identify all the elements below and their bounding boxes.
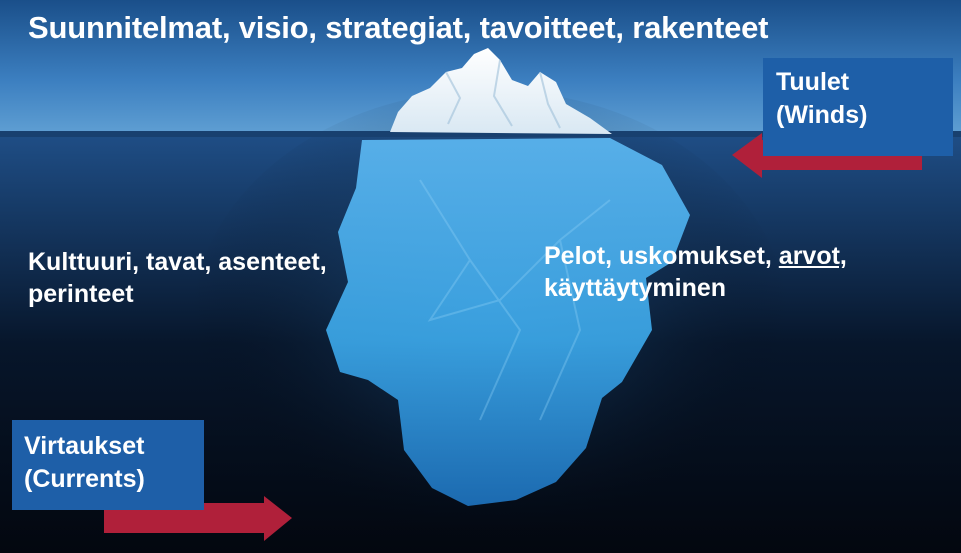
iceberg-above-water-icon bbox=[390, 48, 612, 134]
iceberg-underwater-facets bbox=[419, 179, 611, 421]
water-surface-line bbox=[0, 131, 961, 137]
iceberg-underwater-icon bbox=[326, 138, 690, 506]
winds-label-line1: Tuulet bbox=[776, 68, 850, 96]
currents-label-line1: Virtaukset bbox=[24, 432, 145, 460]
culture-label: Kulttuuri, tavat, asenteet, perinteet bbox=[28, 246, 327, 310]
currents-label-box: Virtaukset (Currents) bbox=[12, 420, 204, 510]
culture-label-line1: Kulttuuri, tavat, asenteet, bbox=[28, 248, 327, 276]
page-title: Suunnitelmat, visio, strategiat, tavoitt… bbox=[28, 10, 769, 45]
fears-label: Pelot, uskomukset, arvot, käyttäytyminen bbox=[544, 240, 847, 304]
fears-label-line2: käyttäytyminen bbox=[544, 274, 727, 302]
currents-label-line2: (Currents) bbox=[24, 465, 145, 493]
winds-label-line2: (Winds) bbox=[776, 101, 868, 129]
fears-label-line1: Pelot, uskomukset, arvot, bbox=[544, 240, 847, 272]
winds-label-box: Tuulet (Winds) bbox=[763, 58, 953, 156]
fears-label-line1-part1: Pelot, uskomukset, bbox=[544, 242, 779, 270]
iceberg-above-water-shading bbox=[445, 59, 561, 129]
culture-label-line2: perinteet bbox=[28, 280, 134, 308]
fears-label-values-underlined: arvot, bbox=[778, 242, 847, 270]
